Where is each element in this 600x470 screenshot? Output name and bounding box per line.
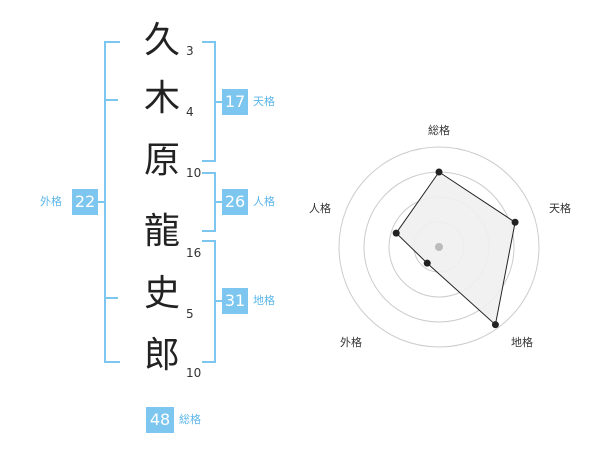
radar-point-4 (423, 259, 431, 267)
radar-point-1 (435, 168, 443, 176)
radar-label-chikaku: 地格 (511, 336, 533, 349)
jinkaku-label: 人格 (253, 195, 275, 208)
name-char-2: 木 (143, 78, 180, 119)
tenkaku-connector (214, 101, 222, 103)
radar-center-dot (435, 243, 443, 251)
chikaku-label: 地格 (253, 294, 275, 307)
radar-point-2 (511, 218, 519, 226)
jinkaku-value: 26 (222, 189, 248, 215)
name-char-6: 郎 (143, 335, 180, 376)
stroke-count-3: 10 (186, 166, 202, 180)
stroke-count-4: 16 (186, 246, 202, 260)
soukaku-label: 総格 (179, 413, 201, 426)
radar-point-5 (392, 229, 400, 237)
jinkaku-connector (214, 201, 222, 203)
radar-point-3 (491, 321, 499, 329)
gaikaku-connector (98, 201, 106, 203)
gaikaku-value: 22 (72, 189, 98, 215)
stroke-count-2: 4 (186, 105, 194, 119)
gaikaku-label: 外格 (40, 195, 62, 208)
radar-polygon (395, 171, 516, 326)
tenkaku-value: 17 (222, 89, 248, 115)
radar-label-jinkaku: 人格 (309, 202, 331, 215)
stroke-count-1: 3 (186, 44, 194, 58)
stroke-count-6: 10 (186, 366, 202, 380)
radar-label-gaikaku: 外格 (340, 336, 362, 349)
gaikaku-tick-2 (104, 297, 118, 299)
radar-label-soukaku: 総格 (428, 124, 450, 137)
chikaku-value: 31 (222, 288, 248, 314)
gaikaku-tick-1 (104, 99, 118, 101)
soukaku-value: 48 (146, 407, 174, 433)
stroke-count-5: 5 (186, 307, 194, 321)
chikaku-connector (214, 300, 222, 302)
name-char-3: 原 (143, 140, 180, 181)
name-char-5: 史 (143, 273, 180, 314)
name-char-1: 久 (143, 20, 180, 61)
tenkaku-label: 天格 (253, 95, 275, 108)
radar-label-tenkaku: 天格 (549, 202, 571, 215)
name-char-4: 龍 (143, 211, 180, 252)
